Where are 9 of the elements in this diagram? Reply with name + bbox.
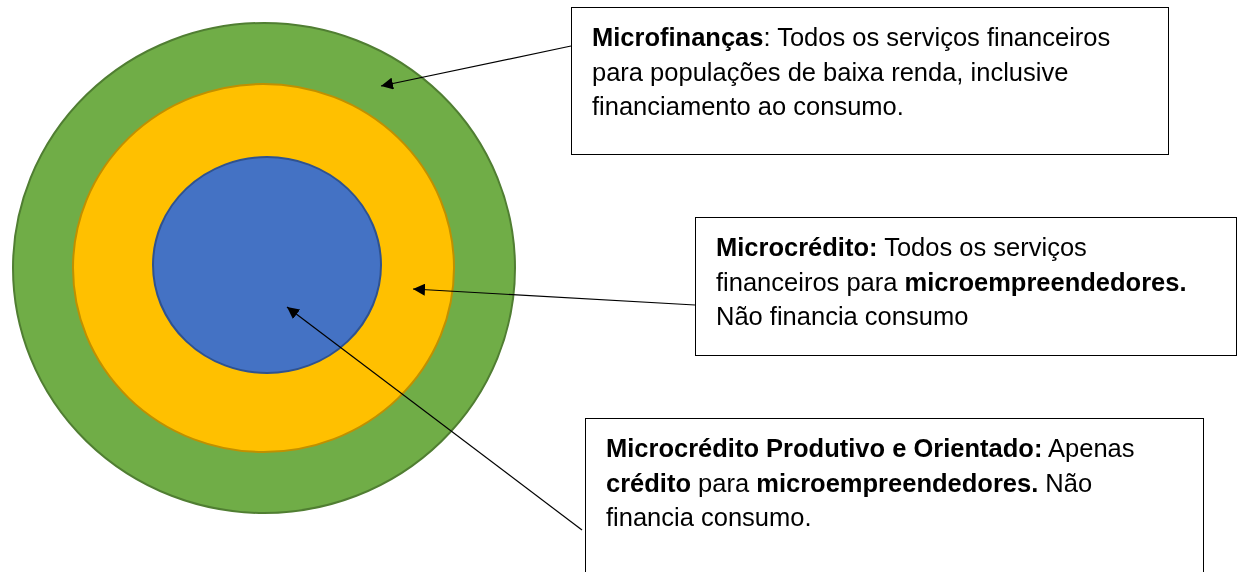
leader-arrow [286,306,583,531]
leader-arrow [380,45,572,90]
text-box [585,418,1204,572]
text-box [571,7,1169,155]
leader-arrow [412,283,696,306]
callout-text: Microcrédito: Todos os serviços financeiros para microempreendedores. Não financia consumo [716,232,1188,332]
callout-text: Microfinanças: Todos os serviços financeiros para populações de baixa renda, inclusive financiamento ao consumo. [592,22,1112,122]
callout-text: Microcrédito Produtivo e Orientado: Apenas crédito para microempreendedores. Não financia consumo. [606,433,1136,533]
text-box [695,217,1237,356]
